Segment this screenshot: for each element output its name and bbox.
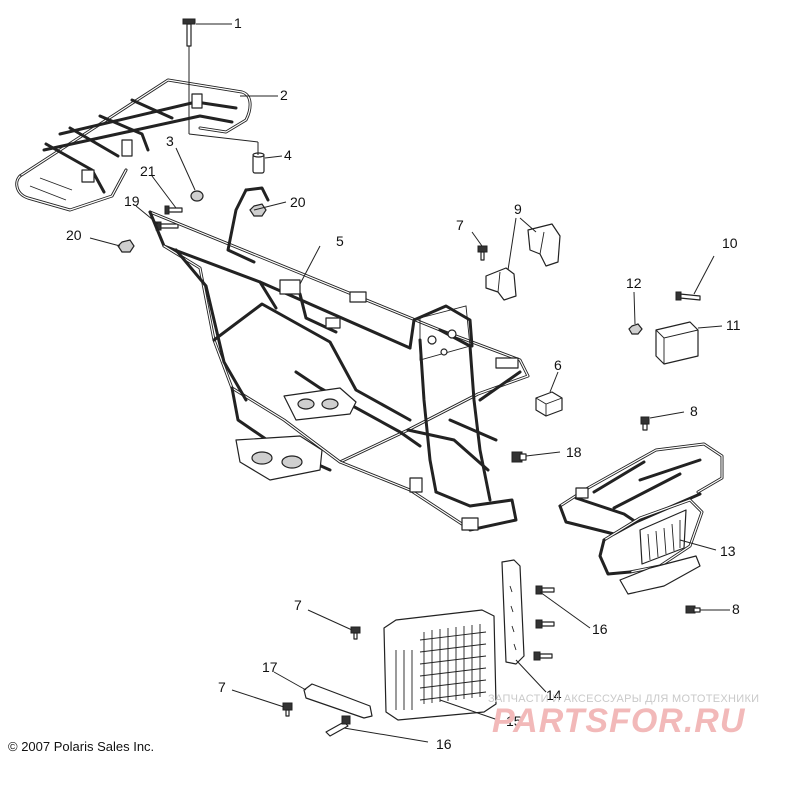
callout-3: 3: [166, 133, 174, 149]
part-10-bolt: [675, 291, 701, 301]
part-13-front-bumper: [558, 442, 724, 595]
callout-8-top: 8: [690, 403, 698, 419]
part-21-bolt: [164, 205, 183, 215]
watermark-tagline: ЗАПЧАСТИ И АКСЕССУАРЫ ДЛЯ МОТОТЕХНИКИ: [488, 693, 760, 705]
callout-labels: 1 2 3 4 5 6 7 7 7 8 8 9 10 11 12 13 14 1…: [66, 15, 741, 752]
callout-13: 13: [720, 543, 736, 559]
part-5-main-frame: [148, 186, 530, 532]
callout-7-bottom: 7: [218, 679, 226, 695]
callout-1: 1: [234, 15, 242, 31]
callout-20-left: 20: [66, 227, 82, 243]
leader-lines: [89, 23, 730, 743]
callout-18: 18: [566, 444, 582, 460]
callout-14: 14: [546, 687, 562, 703]
callout-15: 15: [506, 713, 522, 729]
part-4-spacer: [252, 152, 265, 174]
callout-10: 10: [722, 235, 738, 251]
part-18-clip: [511, 451, 527, 463]
callout-20-right: 20: [290, 194, 306, 210]
callout-7-top: 7: [456, 217, 464, 233]
part-16-bolts-right: [533, 585, 555, 661]
callout-5: 5: [336, 233, 344, 249]
part-9-brackets: [485, 223, 561, 301]
part-17-strap: [303, 683, 373, 719]
watermark-logo: PARTSFOR.RU: [492, 702, 746, 740]
callout-4: 4: [284, 147, 292, 163]
callout-9: 9: [514, 201, 522, 217]
part-15-radiator-screen: [383, 609, 497, 721]
callout-8-bottom: 8: [732, 601, 740, 617]
callout-21: 21: [140, 163, 156, 179]
part-7-rivet-middle: [350, 626, 361, 640]
part-16-bolt-bottom: [325, 715, 351, 737]
part-7-rivet-bottom: [282, 702, 293, 717]
part-1-bolt: [182, 18, 196, 47]
callout-16-bottom: 16: [436, 736, 452, 752]
callout-2: 2: [280, 87, 288, 103]
part-20-nut-left: [117, 239, 135, 253]
part-8-rivet-top: [640, 416, 650, 431]
callout-17: 17: [262, 659, 278, 675]
part-14-side-panel: [501, 559, 525, 665]
callout-6: 6: [554, 357, 562, 373]
part-11-module: [655, 321, 699, 365]
callout-7-middle: 7: [294, 597, 302, 613]
part-8-rivet-bottom: [685, 605, 701, 614]
part-7-rivet-top: [477, 245, 488, 261]
part-6-block: [535, 391, 563, 417]
callout-16-right: 16: [592, 621, 608, 637]
part-3-nut: [190, 190, 204, 202]
copyright-notice: © 2007 Polaris Sales Inc.: [8, 739, 155, 754]
callout-19: 19: [124, 193, 140, 209]
callout-11: 11: [726, 317, 741, 333]
part-12-nut: [628, 323, 643, 335]
part-2-rear-rack: [15, 78, 252, 212]
part-20-nut-right: [249, 203, 267, 217]
callout-12: 12: [626, 275, 642, 291]
